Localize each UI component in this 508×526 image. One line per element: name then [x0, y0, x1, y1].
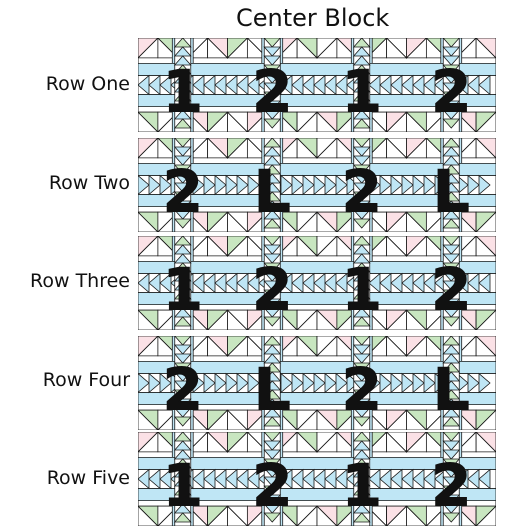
block-numeral: L	[433, 355, 470, 423]
block-numeral: 2	[342, 157, 382, 225]
diagram-title: Center Block	[236, 4, 389, 32]
row-label-one: Row One	[0, 73, 130, 95]
quilt-row-group: 1212	[138, 432, 496, 526]
block-numeral: 1	[163, 255, 203, 323]
block-numeral: 2	[431, 255, 471, 323]
block-numeral: L	[254, 355, 291, 423]
quilt-row-three: 1212	[138, 236, 496, 330]
quilt-row-group: 1212	[138, 38, 496, 132]
block-numeral: 1	[163, 57, 203, 125]
block-numeral: 2	[431, 451, 471, 519]
block-numeral: L	[254, 157, 291, 225]
block-numeral: 2	[163, 355, 203, 423]
row-label-two: Row Two	[0, 172, 130, 194]
quilt-row-five: 1212	[138, 432, 496, 526]
row-label-four: Row Four	[0, 369, 130, 391]
block-numeral: 1	[342, 451, 382, 519]
block-numeral: 2	[163, 157, 203, 225]
block-numeral: 2	[431, 57, 471, 125]
quilt-row-two: 2L2L	[138, 138, 496, 232]
block-numeral: 2	[252, 451, 292, 519]
block-numeral: L	[433, 157, 470, 225]
block-numeral: 2	[252, 255, 292, 323]
block-numeral: 2	[252, 57, 292, 125]
block-numeral: 1	[163, 451, 203, 519]
quilt-row-four: 2L2L	[138, 336, 496, 430]
block-numeral: 1	[342, 255, 382, 323]
block-numeral: 1	[342, 57, 382, 125]
row-label-five: Row Five	[0, 467, 130, 489]
row-label-three: Row Three	[0, 270, 130, 292]
block-numeral: 2	[342, 355, 382, 423]
